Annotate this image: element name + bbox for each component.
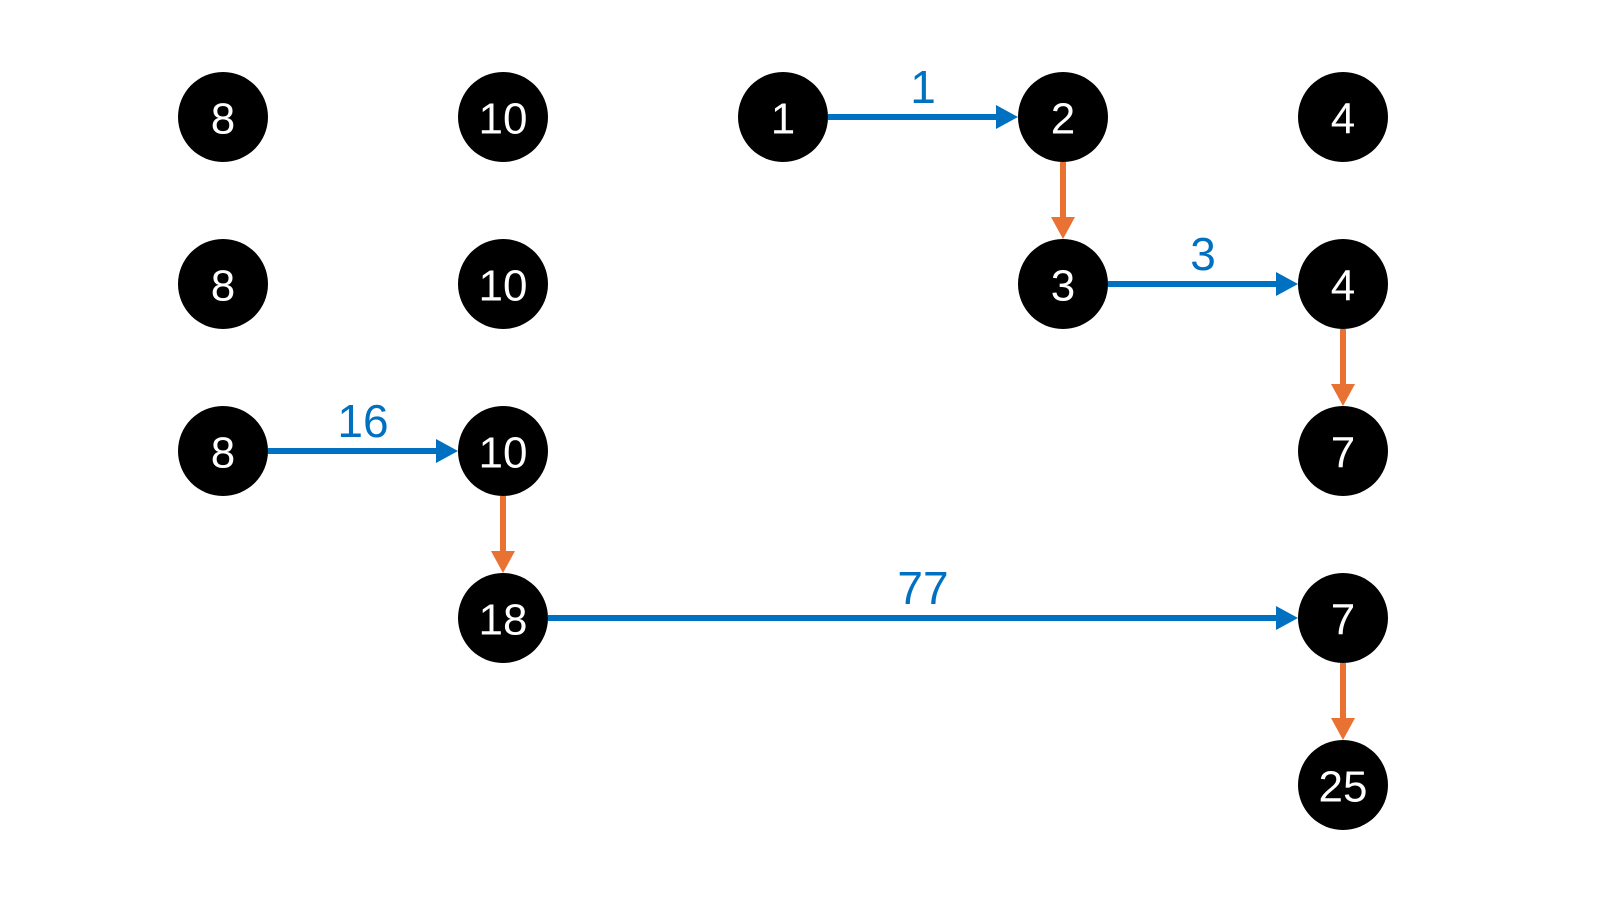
arrowhead-icon xyxy=(1051,217,1075,239)
graph-node: 4 xyxy=(1298,239,1388,329)
blue-arrow-edge: 3 xyxy=(1108,228,1298,296)
graph-node: 25 xyxy=(1298,740,1388,830)
node-circle xyxy=(1298,740,1388,830)
arrowhead-icon xyxy=(436,439,458,463)
node-circle xyxy=(1298,239,1388,329)
node-circle xyxy=(178,72,268,162)
graph-node: 10 xyxy=(458,406,548,496)
node-value: 25 xyxy=(1319,763,1368,812)
node-value: 2 xyxy=(1051,95,1075,144)
node-value: 8 xyxy=(211,95,235,144)
arrowhead-icon xyxy=(491,551,515,573)
node-value: 8 xyxy=(211,262,235,311)
node-circle xyxy=(1298,406,1388,496)
node-circle xyxy=(738,72,828,162)
graph-node: 8 xyxy=(178,239,268,329)
edge-weight-label: 77 xyxy=(897,562,948,614)
node-circle xyxy=(458,573,548,663)
node-value: 7 xyxy=(1331,429,1355,478)
graph-node: 4 xyxy=(1298,72,1388,162)
node-circle xyxy=(458,72,548,162)
node-value: 4 xyxy=(1331,262,1355,311)
graph-node: 7 xyxy=(1298,406,1388,496)
graph-node: 2 xyxy=(1018,72,1108,162)
orange-arrow-edge xyxy=(1331,329,1355,406)
graph-node: 7 xyxy=(1298,573,1388,663)
graph-node: 18 xyxy=(458,573,548,663)
arrowhead-icon xyxy=(1331,384,1355,406)
orange-arrow-edge xyxy=(1331,663,1355,740)
arrowhead-icon xyxy=(1276,606,1298,630)
node-circle xyxy=(458,406,548,496)
orange-arrow-edge xyxy=(1051,162,1075,239)
node-circle xyxy=(1298,72,1388,162)
node-value: 4 xyxy=(1331,95,1355,144)
node-value: 8 xyxy=(211,429,235,478)
node-circle xyxy=(178,406,268,496)
graph-node: 1 xyxy=(738,72,828,162)
node-circle xyxy=(1018,239,1108,329)
node-value: 10 xyxy=(479,262,528,311)
blue-arrow-edge: 16 xyxy=(268,395,458,463)
arrowhead-icon xyxy=(996,105,1018,129)
node-value: 10 xyxy=(479,95,528,144)
node-circle xyxy=(1298,573,1388,663)
node-value: 1 xyxy=(771,95,795,144)
node-circle xyxy=(1018,72,1108,162)
node-value: 3 xyxy=(1051,262,1075,311)
node-circle xyxy=(178,239,268,329)
node-value: 18 xyxy=(479,596,528,645)
arrowhead-icon xyxy=(1331,718,1355,740)
graph-node: 3 xyxy=(1018,239,1108,329)
graph-node: 8 xyxy=(178,72,268,162)
blue-arrow-edge: 77 xyxy=(548,562,1298,630)
graph-node: 8 xyxy=(178,406,268,496)
node-circle xyxy=(458,239,548,329)
edge-weight-label: 16 xyxy=(337,395,388,447)
arrowhead-icon xyxy=(1276,272,1298,296)
node-value: 10 xyxy=(479,429,528,478)
edge-weight-label: 3 xyxy=(1190,228,1216,280)
edge-weight-label: 1 xyxy=(910,61,936,113)
graph-node: 10 xyxy=(458,239,548,329)
graph-node: 10 xyxy=(458,72,548,162)
orange-arrow-edge xyxy=(491,496,515,573)
blue-arrow-edge: 1 xyxy=(828,61,1018,129)
node-value: 7 xyxy=(1331,596,1355,645)
